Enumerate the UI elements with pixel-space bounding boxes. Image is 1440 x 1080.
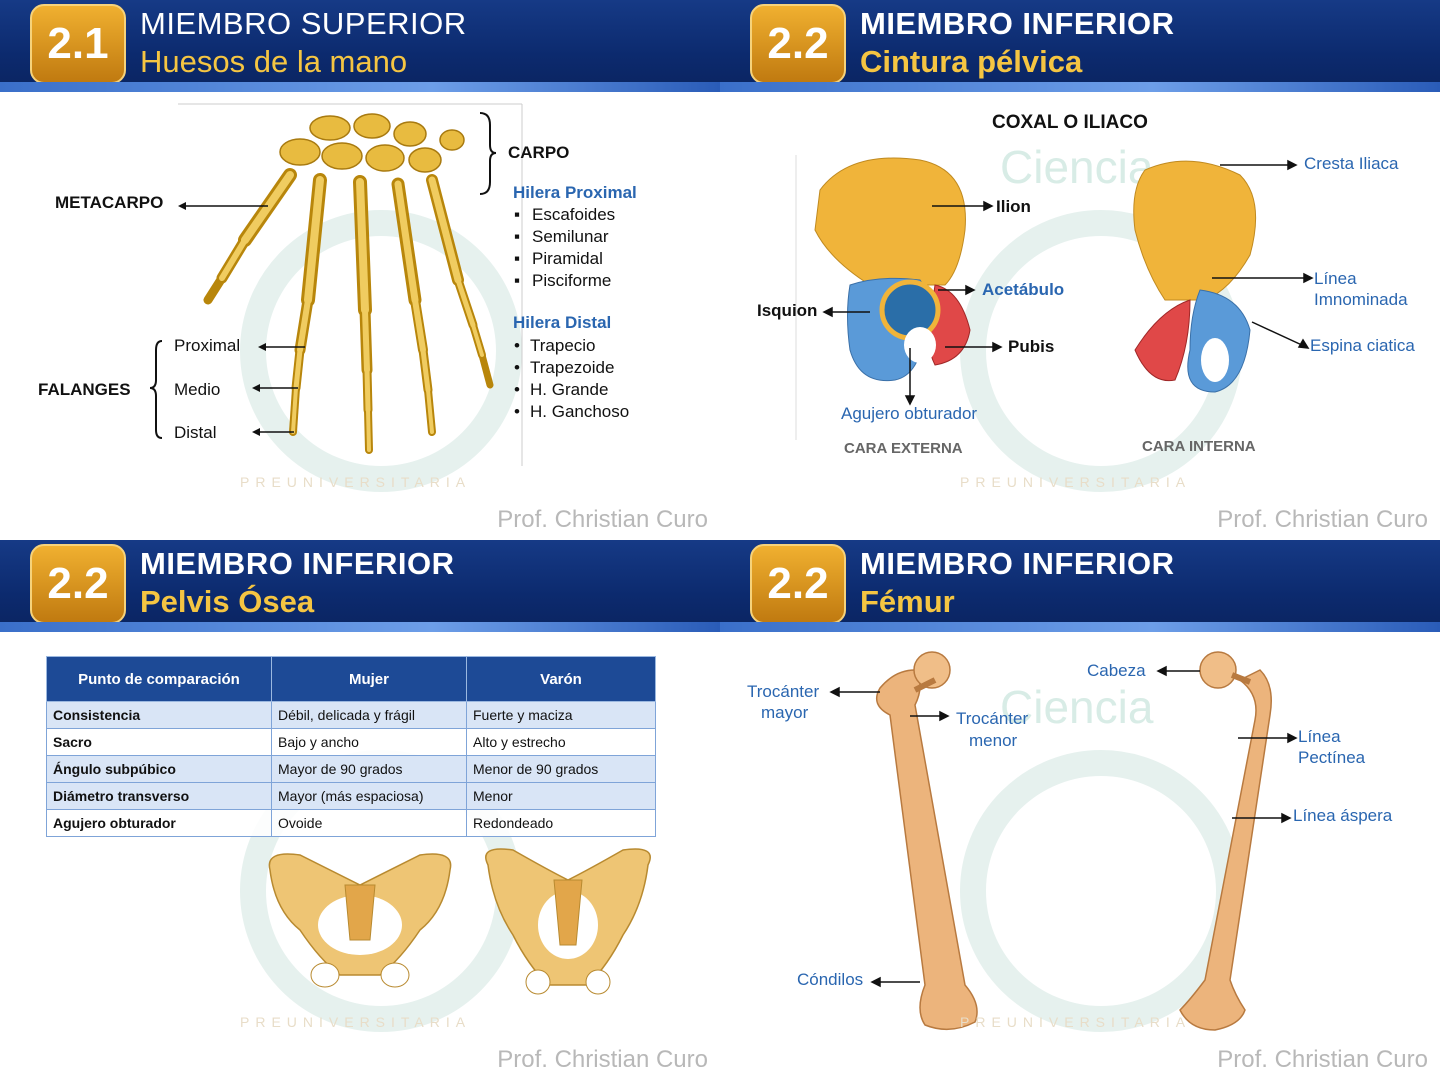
hilera-distal-list: •Trapecio •Trapezoide •H. Grande •H. Gan… xyxy=(514,335,629,423)
slide-header: 2.1 MIEMBRO SUPERIOR Huesos de la mano xyxy=(0,0,720,92)
label-medio: Medio xyxy=(174,380,221,399)
label-cara-interna: CARA INTERNA xyxy=(1142,438,1256,455)
table-cell: Ovoide xyxy=(271,809,467,837)
table-cell: Consistencia xyxy=(46,701,272,729)
label-trocanter-mayor-1: Trocánter xyxy=(747,682,820,701)
table-cell: Menor xyxy=(466,782,656,810)
coxal-bone-illustration xyxy=(795,155,1314,440)
watermark-word: Ciencia xyxy=(1000,681,1154,733)
pelvis-illustrations xyxy=(268,848,651,995)
author-credit: Prof. Christian Curo xyxy=(1217,506,1428,533)
label-trocanter-menor-2: menor xyxy=(969,731,1018,750)
label-linea-aspera: Línea áspera xyxy=(1293,806,1393,825)
slide-subtitle: Pelvis Ósea xyxy=(140,584,315,619)
section-badge: 2.2 xyxy=(750,4,846,84)
table-row: Sacro Bajo y ancho Alto y estrecho xyxy=(46,728,656,756)
label-isquion: Isquion xyxy=(757,301,818,320)
watermark-word: Ciencia xyxy=(1000,141,1154,193)
hilera-proximal-list: ▪Escafoides ▪Semilunar ▪Piramidal ▪Pisci… xyxy=(514,204,615,292)
label-cabeza: Cabeza xyxy=(1087,661,1146,680)
watermark-text: PREUNIVERSITARIA xyxy=(960,474,1192,490)
table-cell: Ángulo subpúbico xyxy=(46,755,272,783)
label-linea-innominada-2: Imnominada xyxy=(1314,290,1408,309)
author-credit: Prof. Christian Curo xyxy=(497,506,708,533)
label-linea-pectinea-2: Pectínea xyxy=(1298,748,1366,767)
table-cell: Menor de 90 grados xyxy=(466,755,656,783)
table-row: Agujero obturador Ovoide Redondeado xyxy=(46,809,656,837)
slide-title: MIEMBRO INFERIOR xyxy=(860,6,1175,41)
label-distal: Distal xyxy=(174,423,217,442)
slide-hand-bones: 2.1 MIEMBRO SUPERIOR Huesos de la mano xyxy=(0,0,720,540)
label-trocanter-mayor-2: mayor xyxy=(761,703,809,722)
label-linea-innominada-1: Línea xyxy=(1314,269,1357,288)
slide-header: 2.2 MIEMBRO INFERIOR Cintura pélvica xyxy=(720,0,1440,92)
table-cell: Mayor de 90 grados xyxy=(271,755,467,783)
hand-skeleton-illustration xyxy=(149,103,523,466)
slide-subtitle: Fémur xyxy=(860,584,955,619)
watermark-text: PREUNIVERSITARIA xyxy=(240,1014,472,1030)
table-cell: Débil, delicada y frágil xyxy=(271,701,467,729)
slide-pelvis-comparison: 2.2 MIEMBRO INFERIOR Pelvis Ósea Punto d… xyxy=(0,540,720,1080)
slide-title: MIEMBRO INFERIOR xyxy=(860,546,1175,581)
author-credit: Prof. Christian Curo xyxy=(497,1046,708,1073)
table-cell: Alto y estrecho xyxy=(466,728,656,756)
table-cell: Bajo y ancho xyxy=(271,728,467,756)
slide-pelvic-girdle: 2.2 MIEMBRO INFERIOR Cintura pélvica Cie… xyxy=(720,0,1440,540)
label-condilos: Cóndilos xyxy=(797,970,864,989)
list-item: ▪Piramidal xyxy=(514,249,603,268)
label-agujero-obturador: Agujero obturador xyxy=(841,404,978,423)
label-trocanter-menor-1: Trocánter xyxy=(956,709,1029,728)
label-carpo: CARPO xyxy=(508,143,570,162)
label-proximal: Proximal xyxy=(174,336,241,355)
label-cresta-iliaca: Cresta Iliaca xyxy=(1304,154,1399,173)
list-item: ▪Pisciforme xyxy=(514,271,612,290)
list-item: •Trapezoide xyxy=(514,358,615,377)
table-cell: Fuerte y maciza xyxy=(466,701,656,729)
table-row: Ángulo subpúbico Mayor de 90 grados Meno… xyxy=(46,755,656,783)
table-cell: Agujero obturador xyxy=(46,809,272,837)
section-badge: 2.2 xyxy=(30,544,126,624)
slide-subtitle: Cintura pélvica xyxy=(860,44,1083,79)
label-ilion: Ilion xyxy=(996,197,1031,216)
list-item: ▪Escafoides xyxy=(514,205,616,224)
table-cell: Diámetro transverso xyxy=(46,782,272,810)
hilera-proximal-title: Hilera Proximal xyxy=(513,183,637,202)
watermark-text: PREUNIVERSITARIA xyxy=(240,474,472,490)
list-item: ▪Semilunar xyxy=(514,227,609,246)
table-cell: Sacro xyxy=(46,728,272,756)
slide-title: MIEMBRO SUPERIOR xyxy=(140,6,467,41)
slide-subtitle: Huesos de la mano xyxy=(140,44,408,79)
column-header: Varón xyxy=(466,656,656,702)
label-linea-pectinea-1: Línea xyxy=(1298,727,1341,746)
label-pubis: Pubis xyxy=(1008,337,1055,356)
slide-femur: 2.2 MIEMBRO INFERIOR Fémur Ciencia Trocá… xyxy=(720,540,1440,1080)
label-acetabulo: Acetábulo xyxy=(982,280,1065,299)
author-credit: Prof. Christian Curo xyxy=(1217,1046,1428,1073)
list-item: •H. Grande xyxy=(514,380,609,399)
slide-title: MIEMBRO INFERIOR xyxy=(140,546,455,581)
table-row: Consistencia Débil, delicada y frágil Fu… xyxy=(46,701,656,729)
column-header: Mujer xyxy=(271,656,467,702)
label-cara-externa: CARA EXTERNA xyxy=(844,440,963,457)
slide-header: 2.2 MIEMBRO INFERIOR Fémur xyxy=(720,540,1440,632)
hilera-distal-title: Hilera Distal xyxy=(513,313,612,332)
list-item: •H. Ganchoso xyxy=(514,402,630,421)
section-badge: 2.1 xyxy=(30,4,126,84)
label-falanges: FALANGES xyxy=(38,380,131,399)
femur-illustration xyxy=(829,651,1298,1031)
table-cell: Redondeado xyxy=(466,809,656,837)
coxal-heading: COXAL O ILIACO xyxy=(992,112,1148,133)
label-metacarpo: METACARPO xyxy=(55,193,164,212)
list-item: •Trapecio xyxy=(514,336,596,355)
watermark-text: PREUNIVERSITARIA xyxy=(960,1014,1192,1030)
slide-header: 2.2 MIEMBRO INFERIOR Pelvis Ósea xyxy=(0,540,720,632)
label-espina-ciatica: Espina ciatica xyxy=(1310,336,1415,355)
pelvis-comparison-table: Punto de comparación Mujer Varón Consist… xyxy=(46,656,656,837)
